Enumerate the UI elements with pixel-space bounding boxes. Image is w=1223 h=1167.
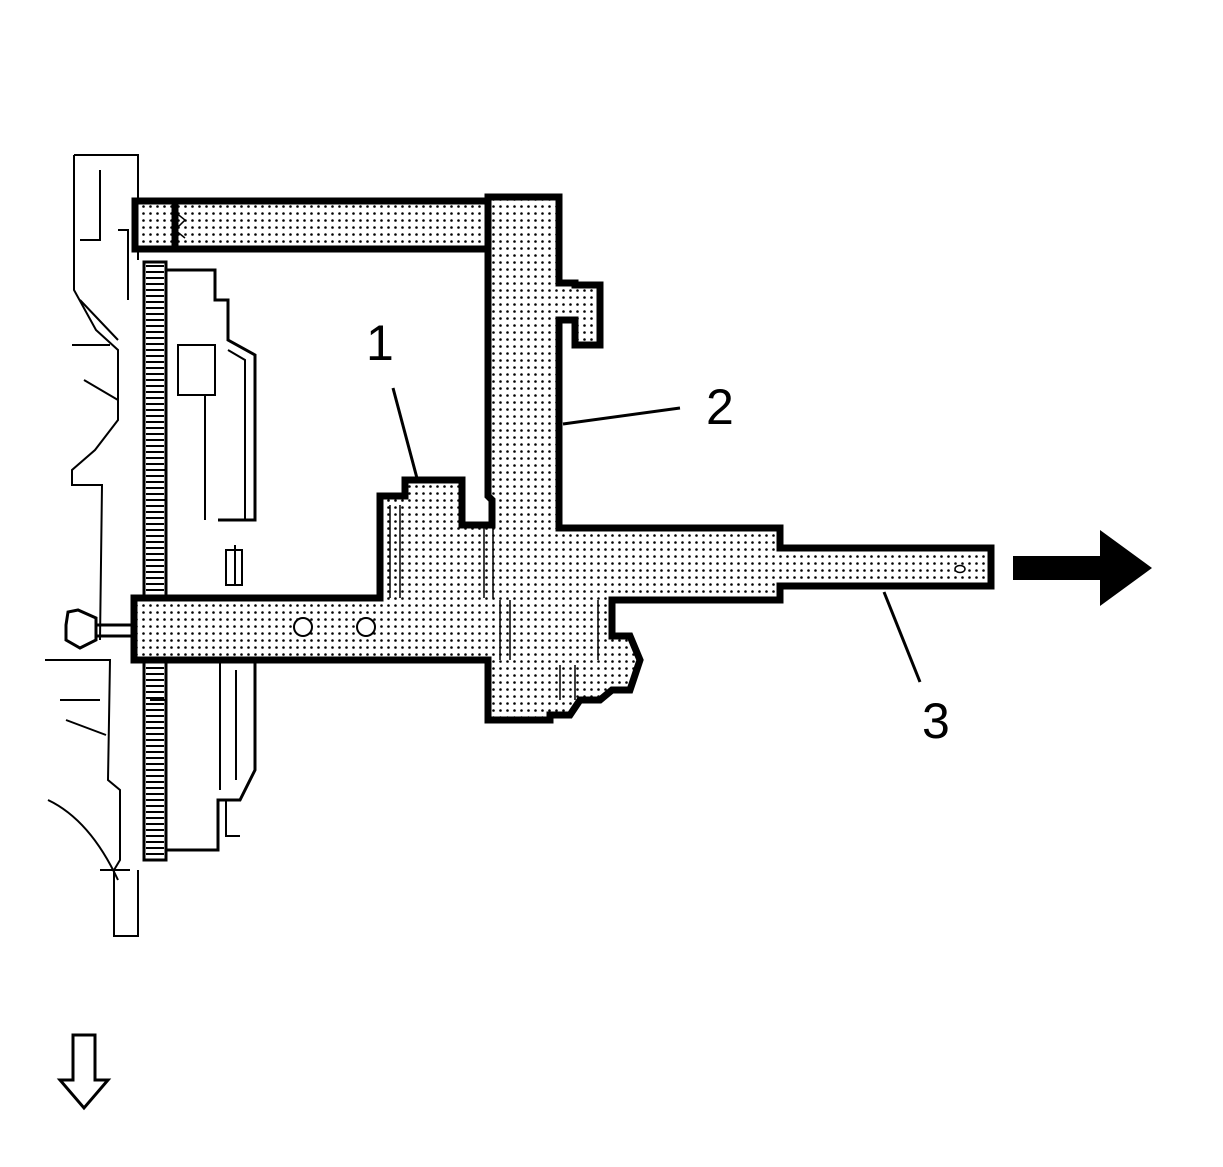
crank-bolt bbox=[64, 608, 132, 650]
callout-2: 2 bbox=[706, 379, 734, 435]
tool-bridge bbox=[130, 193, 995, 724]
callout-1: 1 bbox=[366, 315, 394, 371]
tool-inner-lines bbox=[173, 211, 599, 700]
clutch-alignment-tool bbox=[130, 193, 995, 724]
callouts: 1 2 3 bbox=[366, 315, 950, 749]
pressure-plate-detail bbox=[150, 344, 246, 837]
arrow-down-outline-icon bbox=[56, 1033, 112, 1111]
callout-3: 3 bbox=[922, 693, 950, 749]
arrow-right-icon bbox=[1013, 530, 1152, 606]
pressure-plate-outline bbox=[166, 268, 257, 852]
engine-block-outline bbox=[45, 154, 139, 937]
tool-top-arm bbox=[134, 197, 492, 253]
engine-block-detail bbox=[47, 170, 130, 881]
tool-hole bbox=[293, 617, 313, 637]
tool-shaft-hole bbox=[954, 564, 966, 574]
callout-1-leader bbox=[391, 387, 420, 483]
flywheel-assembly bbox=[45, 154, 257, 937]
callout-3-leader bbox=[882, 591, 922, 683]
tool-end-bolt bbox=[131, 197, 179, 253]
tool-hole bbox=[356, 617, 376, 637]
callout-2-leader bbox=[562, 406, 681, 426]
